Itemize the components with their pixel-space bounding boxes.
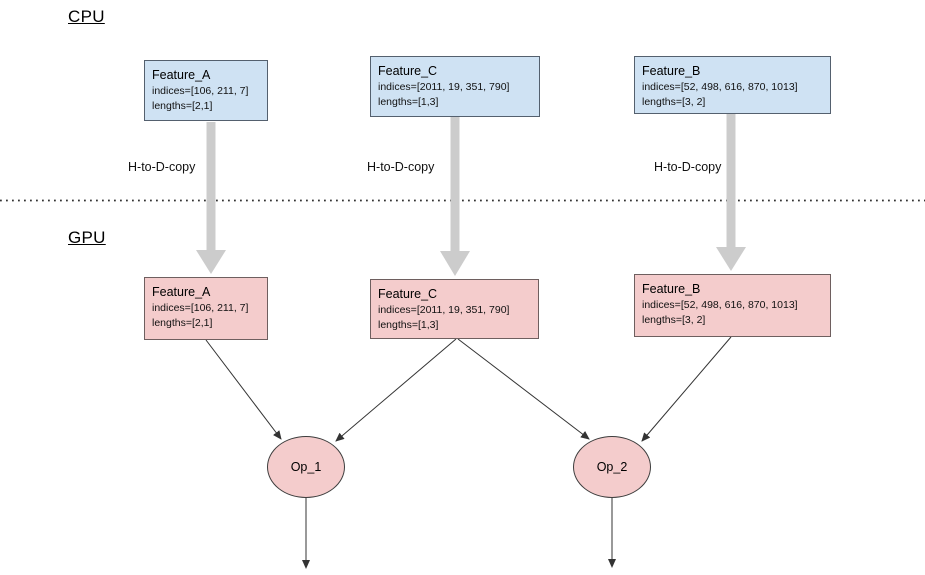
cpu-feature-b-lengths: lengths=[3, 2]: [642, 96, 706, 108]
cpu-feature-b-box: Feature_B indices=[52, 498, 616, 870, 10…: [634, 56, 831, 114]
cpu-feature-c-lengths: lengths=[1,3]: [378, 96, 439, 108]
gpu-feature-c-title: Feature_C: [378, 287, 438, 301]
gpu-feature-a-lengths: lengths=[2,1]: [152, 317, 213, 329]
op1-node: Op_1: [267, 436, 345, 498]
h-to-d-copy-label-c: H-to-D-copy: [367, 160, 435, 174]
h-to-d-arrow-feature-a: [196, 122, 226, 274]
gpu-section-label: GPU: [68, 228, 106, 247]
cpu-feature-b-indices: indices=[52, 498, 616, 870, 1013]: [642, 81, 798, 93]
edge-gpu-feature-c-to-op1: [335, 338, 457, 442]
edge-gpu-feature-c-to-op2: [457, 338, 590, 440]
gpu-feature-c-lengths: lengths=[1,3]: [378, 319, 439, 331]
gpu-feature-c-indices: indices=[2011, 19, 351, 790]: [378, 304, 510, 316]
h-to-d-copy-label-a: H-to-D-copy: [128, 160, 196, 174]
cpu-feature-a-lengths: lengths=[2,1]: [152, 100, 213, 112]
cpu-feature-b-title: Feature_B: [642, 64, 701, 78]
h-to-d-arrow-feature-b: [716, 114, 746, 271]
op2-node: Op_2: [573, 436, 651, 498]
edge-gpu-feature-b-to-op2: [641, 336, 732, 442]
edge-gpu-feature-a-to-op1: [205, 339, 282, 440]
op2-label: Op_2: [596, 460, 628, 474]
gpu-feature-b-title: Feature_B: [642, 282, 701, 296]
gpu-feature-a-title: Feature_A: [152, 285, 211, 299]
op1-label: Op_1: [290, 460, 322, 474]
cpu-feature-a-box: Feature_A indices=[106, 211, 7] lengths=…: [144, 60, 268, 121]
cpu-feature-a-indices: indices=[106, 211, 7]: [152, 85, 249, 97]
gpu-feature-c-box: Feature_C indices=[2011, 19, 351, 790] l…: [370, 279, 539, 339]
cpu-feature-c-title: Feature_C: [378, 64, 438, 78]
cpu-feature-c-box: Feature_C indices=[2011, 19, 351, 790] l…: [370, 56, 540, 117]
gpu-feature-a-indices: indices=[106, 211, 7]: [152, 302, 249, 314]
gpu-feature-b-lengths: lengths=[3, 2]: [642, 314, 706, 326]
gpu-feature-b-box: Feature_B indices=[52, 498, 616, 870, 10…: [634, 274, 831, 337]
gpu-feature-a-box: Feature_A indices=[106, 211, 7] lengths=…: [144, 277, 268, 340]
cpu-feature-c-indices: indices=[2011, 19, 351, 790]: [378, 81, 510, 93]
h-to-d-copy-label-b: H-to-D-copy: [654, 160, 722, 174]
gpu-feature-b-indices: indices=[52, 498, 616, 870, 1013]: [642, 299, 798, 311]
cpu-feature-a-title: Feature_A: [152, 68, 211, 82]
cpu-section-label: CPU: [68, 7, 105, 26]
h-to-d-arrow-feature-c: [440, 117, 470, 276]
